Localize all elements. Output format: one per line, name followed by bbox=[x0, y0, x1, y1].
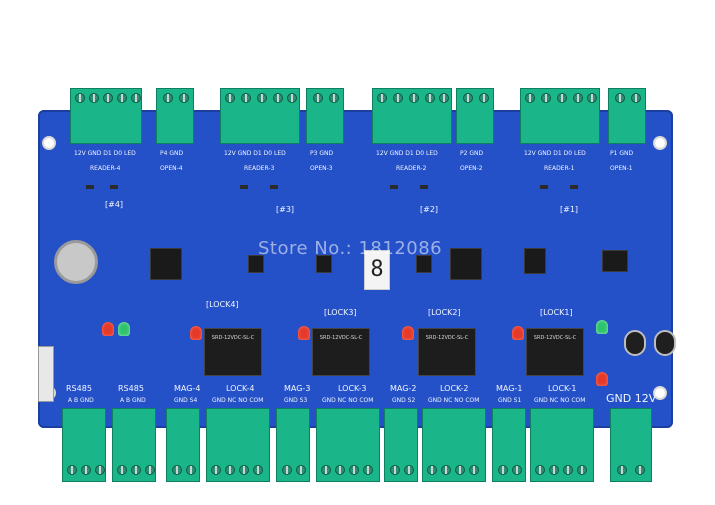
led-green-left bbox=[118, 322, 130, 336]
mag3-title: MAG-3 bbox=[284, 384, 311, 393]
led-red-lock1 bbox=[512, 326, 524, 340]
led-red-lock2 bbox=[402, 326, 414, 340]
mount-hole-top-right bbox=[653, 136, 667, 150]
seven-segment-display: 8 bbox=[364, 250, 390, 290]
capacitor-1 bbox=[624, 330, 646, 356]
mag2-title: MAG-2 bbox=[390, 384, 417, 393]
mag4-pins: GND S4 bbox=[174, 397, 198, 404]
relay-lock2: SRD-12VDC-SL-C bbox=[418, 328, 476, 376]
reader1-pins: 12V GND D1 D0 LED bbox=[524, 150, 586, 157]
lock4-pins: GND NC NO COM bbox=[212, 397, 264, 404]
reader4-pins: 12V GND D1 D0 LED bbox=[74, 150, 136, 157]
open2-pins: P2 GND bbox=[460, 150, 484, 157]
open3-label: OPEN-3 bbox=[310, 165, 333, 172]
relay-lock1: SRD-12VDC-SL-C bbox=[526, 328, 584, 376]
capacitor-2 bbox=[654, 330, 676, 356]
open2-label: OPEN-2 bbox=[460, 165, 483, 172]
lock3-label: [LOCK3] bbox=[324, 308, 357, 317]
mag2-terminal bbox=[384, 408, 418, 482]
led-red-lock3 bbox=[298, 326, 310, 340]
open4-pins: P4 GND bbox=[160, 150, 184, 157]
lock3-title: LOCK-3 bbox=[338, 384, 367, 393]
lock2-pins: GND NC NO COM bbox=[428, 397, 480, 404]
relay-lock4: SRD-12VDC-SL-C bbox=[204, 328, 262, 376]
lock3-terminal bbox=[316, 408, 380, 482]
mcu-chip-right bbox=[450, 248, 482, 280]
open1-pins: P1 GND bbox=[610, 150, 634, 157]
led-red-left bbox=[102, 322, 114, 336]
lock1-title: LOCK-1 bbox=[548, 384, 577, 393]
open3-pins: P3 GND bbox=[310, 150, 334, 157]
rs485b-terminal bbox=[112, 408, 156, 482]
relay-lock3: SRD-12VDC-SL-C bbox=[312, 328, 370, 376]
mag2-pins: GND S2 bbox=[392, 397, 416, 404]
lock2-terminal bbox=[422, 408, 486, 482]
ic-chip-right bbox=[524, 248, 546, 274]
open1-terminal bbox=[608, 88, 646, 144]
led-red-lock4 bbox=[190, 326, 202, 340]
mag4-terminal bbox=[166, 408, 200, 482]
reader4-terminal bbox=[70, 88, 142, 144]
reader3-terminal bbox=[220, 88, 300, 144]
group1-label: [#1] bbox=[560, 205, 579, 214]
mag4-title: MAG-4 bbox=[174, 384, 201, 393]
coin-battery bbox=[54, 240, 98, 284]
mount-hole-top-left bbox=[42, 136, 56, 150]
lock4-terminal bbox=[206, 408, 270, 482]
lock4-title: LOCK-4 bbox=[226, 384, 255, 393]
power-terminal bbox=[610, 408, 652, 482]
open2-terminal bbox=[456, 88, 494, 144]
group2-label: [#2] bbox=[420, 205, 439, 214]
store-watermark: Store No.: 1812086 bbox=[258, 238, 443, 259]
power-title: GND 12V bbox=[606, 392, 657, 405]
mag3-terminal bbox=[276, 408, 310, 482]
open4-label: OPEN-4 bbox=[160, 165, 183, 172]
rs485a-terminal bbox=[62, 408, 106, 482]
mcu-chip-left bbox=[150, 248, 182, 280]
lock2-label: [LOCK2] bbox=[428, 308, 461, 317]
pin-header-left bbox=[38, 346, 54, 402]
open1-label: OPEN-1 bbox=[610, 165, 633, 172]
rs485a-title: RS485 bbox=[66, 384, 92, 393]
lock3-pins: GND NC NO COM bbox=[322, 397, 374, 404]
pcb-board bbox=[38, 110, 673, 428]
lock1-label: [LOCK1] bbox=[540, 308, 573, 317]
open3-terminal bbox=[306, 88, 344, 144]
lock4-label: [LOCK4] bbox=[206, 300, 239, 309]
rs485b-pins: A B GND bbox=[120, 397, 146, 404]
reader3-pins: 12V GND D1 D0 LED bbox=[224, 150, 286, 157]
mag3-pins: GND S3 bbox=[284, 397, 308, 404]
regulator-chip bbox=[602, 250, 628, 272]
mount-hole-bottom-right bbox=[653, 386, 667, 400]
group4-label: [#4] bbox=[105, 200, 124, 209]
rs485b-title: RS485 bbox=[118, 384, 144, 393]
open4-terminal bbox=[156, 88, 194, 144]
lock1-terminal bbox=[530, 408, 594, 482]
led-red-power bbox=[596, 372, 608, 386]
reader1-terminal bbox=[520, 88, 600, 144]
reader2-pins: 12V GND D1 D0 LED bbox=[376, 150, 438, 157]
lock1-pins: GND NC NO COM bbox=[534, 397, 586, 404]
group3-label: [#3] bbox=[276, 205, 295, 214]
rs485a-pins: A B GND bbox=[68, 397, 94, 404]
reader2-terminal bbox=[372, 88, 452, 144]
led-green-power bbox=[596, 320, 608, 334]
reader3-label: READER-3 bbox=[244, 165, 275, 172]
reader2-label: READER-2 bbox=[396, 165, 427, 172]
mag1-pins: GND S1 bbox=[498, 397, 522, 404]
reader1-label: READER-1 bbox=[544, 165, 575, 172]
mag1-title: MAG-1 bbox=[496, 384, 523, 393]
mag1-terminal bbox=[492, 408, 526, 482]
reader4-label: READER-4 bbox=[90, 165, 121, 172]
lock2-title: LOCK-2 bbox=[440, 384, 469, 393]
